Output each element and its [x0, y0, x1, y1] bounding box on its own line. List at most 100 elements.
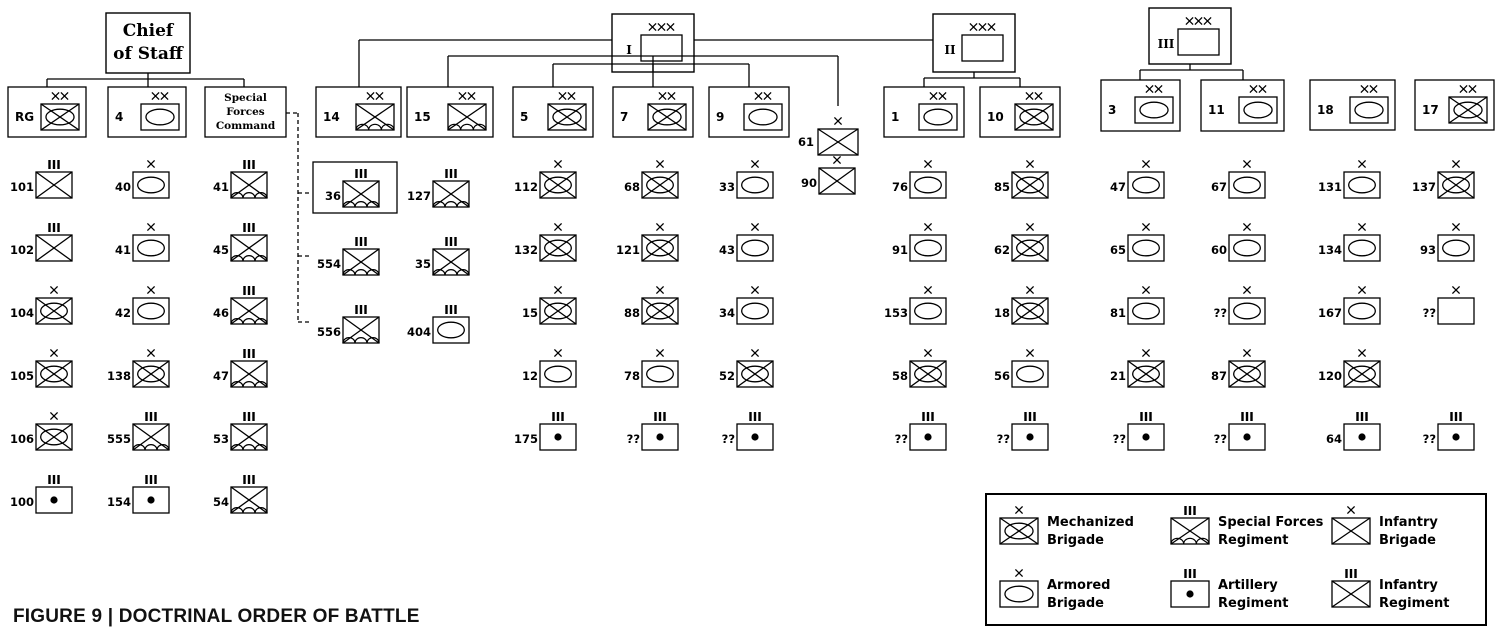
echelon-bar-mark — [449, 169, 453, 178]
echelon-bar-mark — [364, 169, 367, 178]
echelon-x-mark — [1025, 159, 1035, 169]
frame-cross-line — [1331, 580, 1371, 608]
echelon-x-mark — [648, 22, 657, 32]
echelon-bar-mark — [48, 223, 51, 232]
armor-ellipse — [137, 239, 165, 257]
hq-label-line2: of Staff — [113, 44, 184, 64]
unit-number-label: 106 — [10, 432, 34, 446]
unit-number-label: 56 — [994, 369, 1010, 383]
unit-symbol: 62 — [994, 222, 1049, 262]
echelon-bar-mark — [445, 169, 448, 178]
echelon-x-mark — [553, 285, 563, 295]
armor-unit-frame — [909, 297, 947, 325]
unit-number-label: 76 — [892, 180, 908, 194]
echelon-bar-mark — [247, 349, 251, 358]
echelon-bar-mark — [454, 169, 457, 178]
echelon-x-mark — [1025, 222, 1035, 232]
unit-symbol: 554 — [317, 237, 380, 276]
echelon-bar-mark — [243, 286, 246, 295]
special-forces-arcs — [432, 269, 470, 276]
unit-number-label: ?? — [997, 432, 1010, 446]
echelon-x-mark — [49, 285, 59, 295]
armor-ellipse — [40, 428, 68, 446]
armor-unit-frame — [999, 580, 1039, 608]
armor-ellipse — [748, 108, 778, 126]
artillery-dot — [924, 433, 932, 441]
division-rg: RG — [7, 86, 87, 138]
echelon-bar-mark — [931, 412, 934, 421]
frame-cross-line — [230, 486, 268, 514]
unit-number-label: 61 — [798, 135, 814, 149]
legend-label-line2: Brigade — [1379, 533, 1436, 548]
echelon-x-mark — [658, 91, 667, 101]
frame-cross-line — [817, 128, 859, 156]
frame-cross-line — [736, 360, 774, 388]
unit-number-label: 21 — [1110, 369, 1126, 383]
legend-label-line1: Mechanized — [1047, 515, 1134, 530]
special-forces-arcs — [432, 201, 470, 208]
division-div-18: 18 — [1309, 79, 1396, 131]
echelon-x-mark — [1451, 159, 1461, 169]
unit-number-label: 42 — [115, 306, 131, 320]
unit-number-label: 18 — [994, 306, 1010, 320]
armor-ellipse — [646, 239, 674, 257]
armor-ellipse — [544, 176, 572, 194]
armor-ellipse — [646, 176, 674, 194]
legend-label-line1: Armored — [1047, 578, 1110, 593]
unit-number-label: 17 — [1422, 103, 1439, 117]
armor-ellipse — [40, 365, 68, 383]
armor-ellipse — [1233, 239, 1261, 257]
echelon-x-mark — [1242, 285, 1252, 295]
echelon-x-mark — [1360, 84, 1369, 94]
unit-symbol: 56 — [994, 348, 1049, 388]
legend-label-line2: Regiment — [1218, 533, 1288, 548]
armor-ellipse — [1348, 302, 1376, 320]
unit-number-label: 104 — [10, 306, 34, 320]
unit-symbol: 68 — [624, 159, 679, 199]
armor-ellipse — [544, 239, 572, 257]
unit-number-label: ?? — [1214, 432, 1227, 446]
figure-caption: FIGURE 9 | DOCTRINAL ORDER OF BATTLE — [13, 606, 420, 627]
echelon-bar-mark — [1188, 569, 1192, 578]
echelon-x-mark — [1034, 91, 1043, 101]
frame-cross-line — [342, 180, 380, 208]
echelon-bar-mark — [243, 412, 246, 421]
division-bde-61: 61 — [798, 116, 859, 156]
armor-unit-frame — [140, 103, 180, 131]
armor-unit-frame — [1228, 234, 1266, 262]
armor-ellipse — [1016, 365, 1044, 383]
armor-ellipse — [923, 108, 953, 126]
armor-unit-frame — [1437, 234, 1475, 262]
echelon-x-mark — [553, 159, 563, 169]
special-forces-arcs — [342, 201, 380, 208]
armor-ellipse — [1354, 101, 1384, 119]
armor-ellipse — [914, 302, 942, 320]
frame-cross-line — [641, 297, 679, 325]
armor-ellipse — [1139, 101, 1169, 119]
echelon-bar-mark — [149, 475, 153, 484]
echelon-bar-mark — [1184, 569, 1187, 578]
legend-label-line2: Brigade — [1047, 596, 1104, 611]
artillery-dot — [1142, 433, 1150, 441]
echelon-x-mark — [1242, 159, 1252, 169]
echelon-x-mark — [1194, 16, 1203, 26]
frame-cross-line — [1011, 297, 1049, 325]
armor-unit-frame — [1228, 171, 1266, 199]
art-unit-frame — [1228, 423, 1266, 451]
unit-symbol: 41 — [115, 222, 170, 262]
division-div-15: 15 — [406, 86, 494, 138]
unit-symbol: 65 — [1110, 222, 1165, 262]
echelon-x-mark — [160, 91, 169, 101]
special-forces-arcs — [342, 337, 380, 344]
special-forces-arcs — [447, 123, 487, 131]
armor-unit-frame — [641, 360, 679, 388]
echelon-bar-mark — [252, 286, 255, 295]
unit-symbol: 60 — [1211, 222, 1266, 262]
